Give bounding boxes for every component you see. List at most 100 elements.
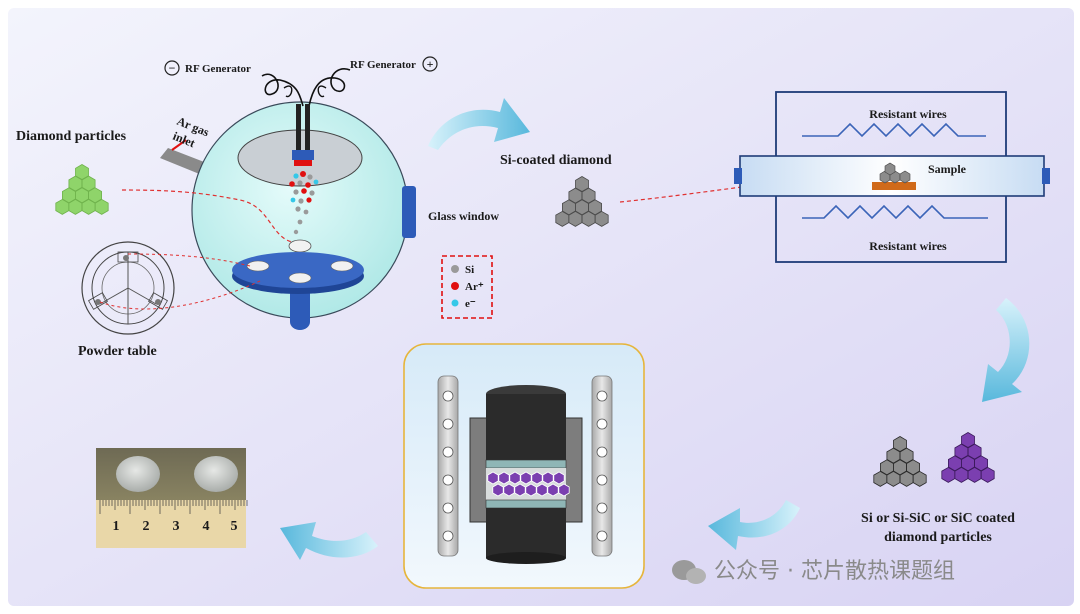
- si-coated-cluster: [555, 176, 609, 227]
- hexagon-particle: [55, 198, 70, 215]
- electrode-left: [296, 104, 301, 154]
- particle-stream: [289, 171, 319, 235]
- bottom-punch: [486, 508, 566, 558]
- coated-particles-label-line1: Si or Si-SiC or SiC coated: [861, 511, 1015, 526]
- tube-furnace: [734, 91, 1050, 263]
- powder-cup: [288, 239, 312, 253]
- heater-hole: [442, 446, 454, 458]
- hexagon-particle: [581, 210, 596, 227]
- spacer-bottom: [485, 499, 567, 509]
- sample-particles: [879, 162, 911, 184]
- hexagon-particle: [492, 483, 504, 497]
- ruler-num-3: 3: [173, 519, 180, 534]
- resistant-wires-top-label: Resistant wires: [869, 107, 947, 121]
- rf-generator-left-label: RF Generator: [185, 63, 251, 75]
- plus-sign: +: [427, 57, 434, 71]
- heater-hole: [596, 390, 608, 402]
- hexagon-particle: [520, 471, 532, 485]
- top-punch: [486, 394, 566, 460]
- heater-hole: [596, 418, 608, 430]
- hexagon-particle: [873, 470, 888, 487]
- ruler-num-4: 4: [203, 519, 210, 534]
- hexagon-particle: [503, 483, 515, 497]
- heater-hole: [442, 390, 454, 402]
- hexagon-particle: [94, 198, 109, 215]
- hexagon-particle: [886, 470, 901, 487]
- heating-wire-top: [802, 122, 986, 138]
- arrow-to-samples: [280, 522, 378, 560]
- hexagon-particle: [980, 466, 995, 483]
- hexagon-particle: [509, 471, 521, 485]
- heater-bar-right: [591, 375, 613, 557]
- heater-holes: [442, 390, 608, 542]
- heater-hole: [596, 474, 608, 486]
- sputter-head: [292, 150, 314, 160]
- gray-coated-cluster: [873, 436, 927, 487]
- hexagon-particle: [899, 470, 914, 487]
- watermark: 公众号 · 芯片散热课题组: [672, 559, 955, 584]
- sputter-target: [294, 160, 312, 166]
- hexagon-particle: [555, 210, 570, 227]
- hexagon-particle: [531, 471, 543, 485]
- glass-window-port: [402, 186, 416, 238]
- topview-line-2: [99, 279, 263, 310]
- topview-line-1: [127, 253, 251, 267]
- legend-box: [441, 255, 493, 319]
- heater-hole: [596, 446, 608, 458]
- heater-hole: [596, 530, 608, 542]
- rf-wire-left: [261, 73, 304, 107]
- diamond-particles-label: Diamond particles: [16, 129, 127, 144]
- powder-table-label: Powder table: [78, 344, 157, 359]
- hexagon-particle: [553, 471, 565, 485]
- heater-hole: [442, 502, 454, 514]
- si-coated-diamond-label: Si-coated diamond: [500, 153, 612, 168]
- glass-window-label: Glass window: [428, 209, 499, 223]
- green-diamond-cluster: [55, 164, 109, 215]
- heating-wire-bottom: [802, 204, 988, 220]
- rf-generator-right-label: RF Generator: [350, 59, 416, 71]
- hexagon-particle: [81, 198, 96, 215]
- minus-sign: −: [169, 61, 176, 75]
- tube-cap-right: [1042, 168, 1050, 184]
- coated-particles-label-line2: diamond particles: [884, 530, 992, 545]
- legend-e-dot: [451, 299, 459, 307]
- electrode-right: [305, 104, 310, 154]
- table-stem: [290, 290, 310, 330]
- sample-label: Sample: [928, 162, 967, 176]
- hexagon-particle: [594, 210, 609, 227]
- hexagon-particle: [487, 471, 499, 485]
- hexagon-particle: [536, 483, 548, 497]
- powder-table-top: [232, 252, 364, 288]
- pressed-particles: [487, 471, 570, 497]
- gas-inlet-valve: [171, 139, 187, 151]
- ruler-num-2: 2: [143, 519, 150, 534]
- hexagon-particle: [547, 483, 559, 497]
- hexagon-particle: [498, 471, 510, 485]
- sample-boat: [872, 182, 916, 190]
- particle-legend: Si Ar⁺ e⁻: [441, 255, 493, 319]
- sample-disc-2: [194, 456, 238, 492]
- hexagon-particle: [568, 210, 583, 227]
- heater-hole: [442, 530, 454, 542]
- heater-hole: [442, 474, 454, 486]
- hexagon-particle: [967, 466, 982, 483]
- legend-ar-dot: [451, 282, 459, 290]
- legend-si-label: Si: [465, 264, 474, 276]
- heater-hole: [442, 418, 454, 430]
- hexagon-particle: [514, 483, 526, 497]
- watermark-text: 公众号 · 芯片散热课题组: [714, 559, 955, 584]
- rf-generator-minus: − RF Generator: [164, 60, 251, 76]
- ruler-num-1: 1: [113, 519, 120, 534]
- arrow-to-coated-particles: [982, 298, 1030, 402]
- powder-table-topview: [81, 241, 175, 335]
- sample-disc-1: [116, 456, 160, 492]
- sputtering-chamber: [160, 68, 416, 330]
- legend-ar-label: Ar⁺: [465, 281, 484, 293]
- heater-hole: [596, 502, 608, 514]
- rf-generator-plus: RF Generator +: [350, 56, 438, 72]
- tube-cap-left: [734, 168, 742, 184]
- spacer-top: [485, 459, 567, 469]
- arrow-to-coated: [428, 98, 530, 150]
